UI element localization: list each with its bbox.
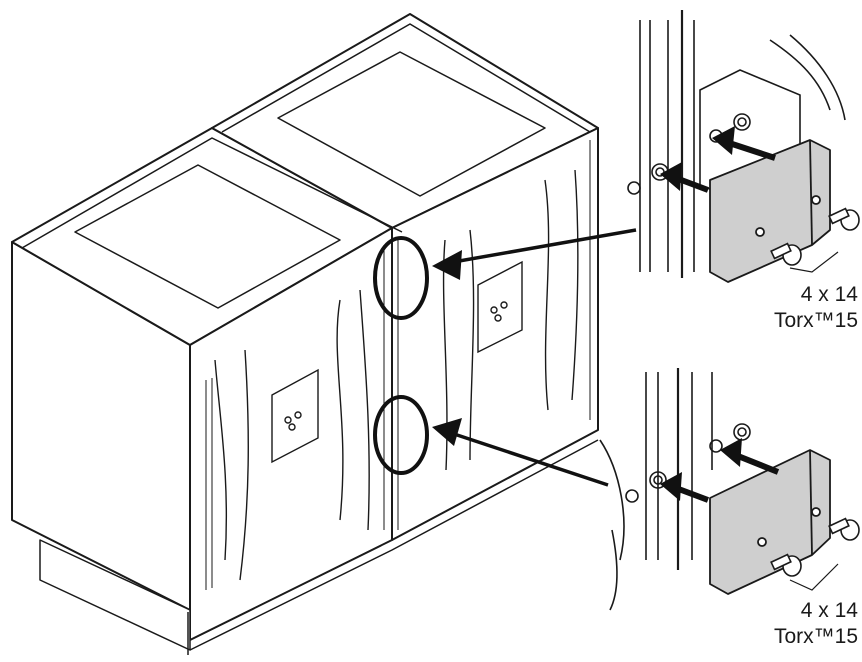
- lid-panel-left: [74, 164, 341, 309]
- arrow-head-top: [432, 250, 462, 280]
- mounting-bracket-bottom: [709, 449, 831, 595]
- torx-screws-bottom: [770, 517, 860, 577]
- detail-view-bottom: [599, 368, 751, 611]
- torx-screws-top: [770, 207, 860, 266]
- screw-tool-label: Torx™15: [773, 309, 858, 332]
- cabinet-front-right: [391, 127, 599, 541]
- mounting-bracket-top: [709, 139, 831, 283]
- cabinet-assembly: [11, 13, 599, 655]
- screw-tool-label: Torx™15: [773, 625, 858, 648]
- callout-leader-top: [789, 251, 839, 273]
- screw-quantity-label: 4 x 14: [800, 283, 858, 306]
- detail-circle-top: [373, 236, 429, 320]
- insertion-arrows-bottom: [660, 438, 780, 503]
- screw-quantity-label: 4 x 14: [800, 599, 858, 622]
- callout-leader-bottom: [789, 563, 839, 591]
- arrow-head-bottom: [432, 418, 462, 446]
- detail-circle-bottom: [373, 395, 429, 475]
- insertion-arrows-top: [660, 126, 776, 193]
- lid-panel-right: [277, 51, 546, 197]
- front-panel-details: [205, 140, 591, 590]
- pointer-arrows: [432, 228, 637, 487]
- callout-label-top: 4 x 14 Torx™15: [742, 282, 858, 334]
- callout-label-bottom: 4 x 14 Torx™15: [742, 598, 858, 650]
